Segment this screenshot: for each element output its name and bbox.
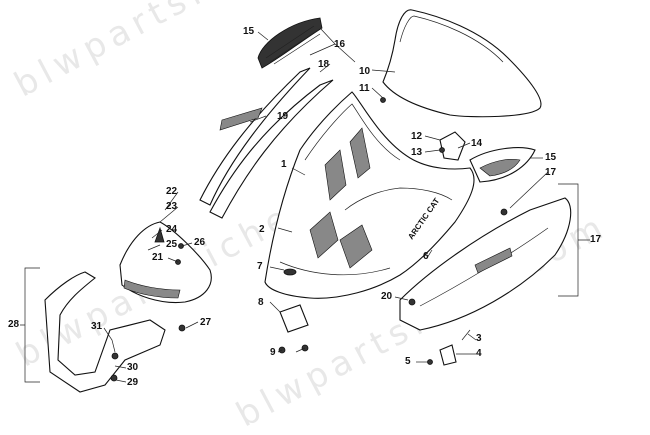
callout-15-side: 15: [545, 152, 557, 163]
callout-7: 7: [257, 261, 263, 272]
mount-bracket: [439, 131, 466, 161]
callout-29: 29: [127, 377, 139, 388]
callout-6: 6: [423, 251, 429, 262]
callout-17-top: 16: [334, 39, 346, 50]
nose-cone: [119, 221, 212, 304]
trim-strip-lower: [209, 79, 334, 219]
fastener-16: [500, 208, 508, 216]
windshield: [382, 9, 542, 118]
callout-8: 8: [258, 297, 264, 308]
callout-21: 21: [152, 252, 164, 263]
callout-17-side: 17: [590, 234, 602, 245]
callout-22: 22: [166, 186, 178, 197]
callout-30: 30: [127, 362, 139, 373]
callout-1: 1: [281, 159, 287, 170]
callout-27: 27: [200, 317, 212, 328]
parts-diagram: blwpartsfiche.com blwpartsfiche.com blwp…: [8, 0, 615, 435]
callout-11: 11: [359, 83, 370, 94]
hood-hinge: [279, 304, 309, 333]
fastener-20: [408, 298, 416, 306]
callout-12: 12: [411, 131, 423, 142]
screw-3: [461, 329, 471, 341]
callout-4: 4: [476, 348, 482, 359]
callout-25: 25: [166, 239, 178, 250]
callout-9: 9: [270, 347, 276, 358]
callout-20: 20: [381, 291, 393, 302]
callout-5: 5: [405, 356, 411, 367]
callout-2: 2: [259, 224, 265, 235]
callout-28: 28: [8, 319, 20, 330]
callout-19: 19: [277, 111, 289, 122]
callout-3: 3: [476, 333, 482, 344]
callout-13: 13: [411, 147, 423, 158]
callout-23: 23: [166, 201, 178, 212]
fastener-11: [380, 97, 386, 103]
bracket-4: [439, 344, 457, 366]
callout-24: 24: [166, 224, 178, 235]
callout-14: 14: [471, 138, 483, 149]
callout-18: 18: [318, 59, 330, 70]
vent-grille-top: [257, 17, 323, 69]
parts-drawing: ARCTIC CAT: [20, 9, 590, 393]
callout-15-top: 15: [243, 26, 255, 37]
callout-31: 31: [91, 321, 103, 332]
callout-26: 26: [194, 237, 206, 248]
callout-16: 17: [545, 167, 557, 178]
callout-10: 10: [359, 66, 371, 77]
front-bumper: [44, 271, 166, 393]
trim-strip-upper: [199, 67, 311, 206]
